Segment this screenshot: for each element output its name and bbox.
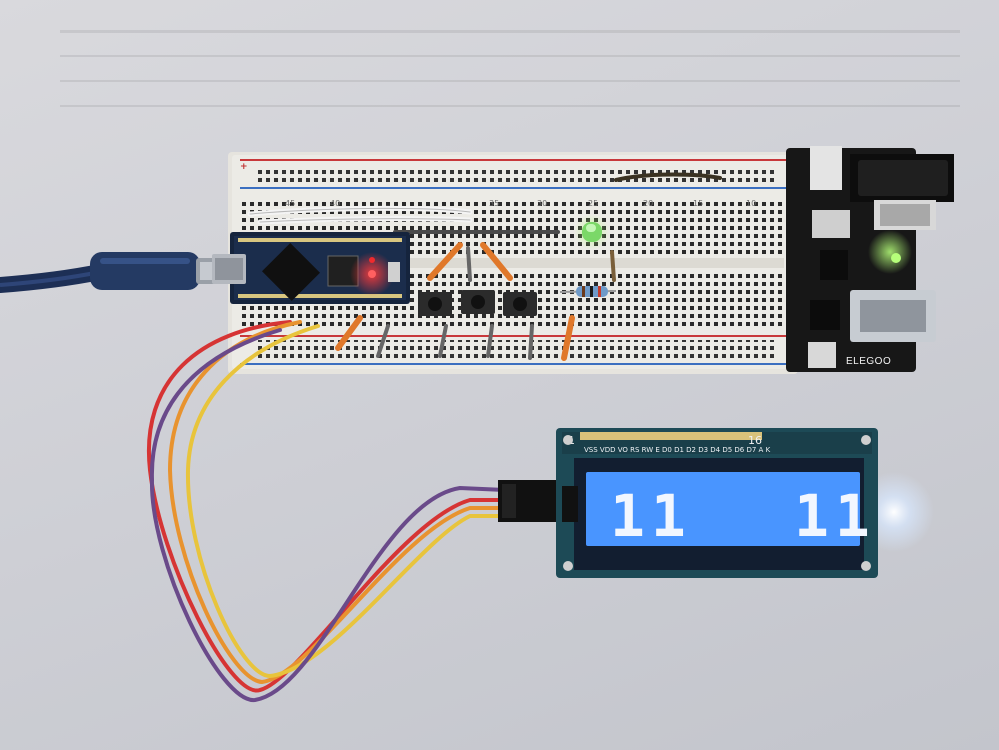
breadboard-column-number: 40 — [330, 199, 340, 208]
lcd-left-glyphs: 11 — [610, 482, 692, 550]
breadboard-column-number: 35 — [489, 199, 499, 208]
lcd-connection-wires — [146, 320, 507, 702]
breadboard-column-number: 20 — [643, 199, 653, 208]
background-paper — [60, 30, 960, 107]
breadboard-column-number: 10 — [746, 199, 756, 208]
power-led — [368, 270, 376, 278]
push-button-2 — [461, 290, 495, 314]
breadboard-column-number: 25 — [588, 199, 598, 208]
power-supply-module: ELEGOO — [786, 146, 954, 372]
green-led — [574, 214, 610, 250]
lcd-screen — [586, 472, 860, 546]
power-rail-plus-label: + — [240, 162, 248, 172]
lcd-pin-header-labels: VSS VDD VO RS RW E D0 D1 D2 D3 D4 D5 D6 … — [584, 446, 771, 454]
push-button-1 — [418, 292, 452, 316]
resistor — [559, 286, 617, 297]
breadboard-jumper-wires — [247, 172, 722, 361]
lcd-module: 1 16 VSS VDD VO RS RW E D0 D1 D2 D3 D4 D… — [498, 428, 934, 578]
push-buttons — [418, 290, 537, 316]
power-module-brand: ELEGOO — [846, 356, 891, 367]
push-button-3 — [503, 292, 537, 316]
breadboard-column-number: 45 — [285, 199, 295, 208]
breadboard-column-number: 30 — [537, 199, 547, 208]
breadboard-column-number: 15 — [693, 199, 703, 208]
usb-cable — [0, 252, 226, 293]
lcd-pin-end-label: 16 — [748, 434, 762, 447]
lcd-right-glyphs: 11 — [794, 482, 876, 550]
arduino-nano — [212, 232, 410, 304]
